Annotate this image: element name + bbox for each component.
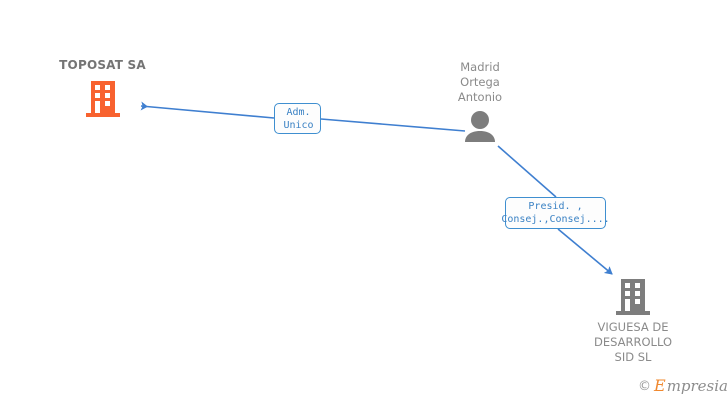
child-company-name: VIGUESA DE DESARROLLO SID SL	[578, 320, 688, 365]
edge-person-to-toposat-right	[320, 118, 466, 132]
copyright-icon: ©	[638, 378, 651, 394]
root-company-icon-wrap	[20, 80, 185, 118]
edge-presid-to-viguesa	[557, 228, 613, 275]
child-company-name-line-3: SID SL	[614, 350, 652, 364]
child-company-name-line-2: DESARROLLO	[594, 335, 672, 349]
relation-label-adm-unico[interactable]: Adm. Unico	[274, 103, 321, 134]
node-child-company[interactable]: VIGUESA DE DESARROLLO SID SL	[578, 278, 688, 365]
relation-label-presid-consej[interactable]: Presid. , Consej.,Consej....	[501, 197, 610, 229]
root-company-title: TOPOSAT SA	[59, 58, 146, 72]
brand-initial: E	[654, 376, 666, 395]
person-icon-wrap	[425, 110, 535, 142]
person-name-line-1: Madrid	[460, 60, 500, 74]
child-company-name-line-1: VIGUESA DE	[597, 320, 669, 334]
relation-adm-unico-line-2: Unico	[283, 119, 314, 131]
building-icon	[616, 279, 650, 315]
person-name: Madrid Ortega Antonio	[425, 60, 535, 105]
edge-person-to-toposat-left	[140, 101, 275, 119]
building-icon	[85, 81, 120, 117]
relation-adm-unico-line-1: Adm.	[286, 106, 311, 118]
person-name-line-2: Ortega	[460, 75, 500, 89]
node-root-company[interactable]: TOPOSAT SA	[20, 58, 185, 118]
brand-name: mpresia	[666, 377, 728, 395]
child-company-icon-wrap	[578, 278, 688, 316]
node-person[interactable]: Madrid Ortega Antonio	[425, 60, 535, 142]
watermark: © E mpresia	[638, 376, 728, 395]
person-name-line-3: Antonio	[457, 90, 503, 104]
person-icon	[465, 111, 495, 142]
relation-presid-line-1: Presid. ,	[528, 201, 583, 212]
edge-person-to-presid	[497, 145, 557, 198]
relation-presid-line-2: Consej.,Consej....	[501, 214, 610, 225]
